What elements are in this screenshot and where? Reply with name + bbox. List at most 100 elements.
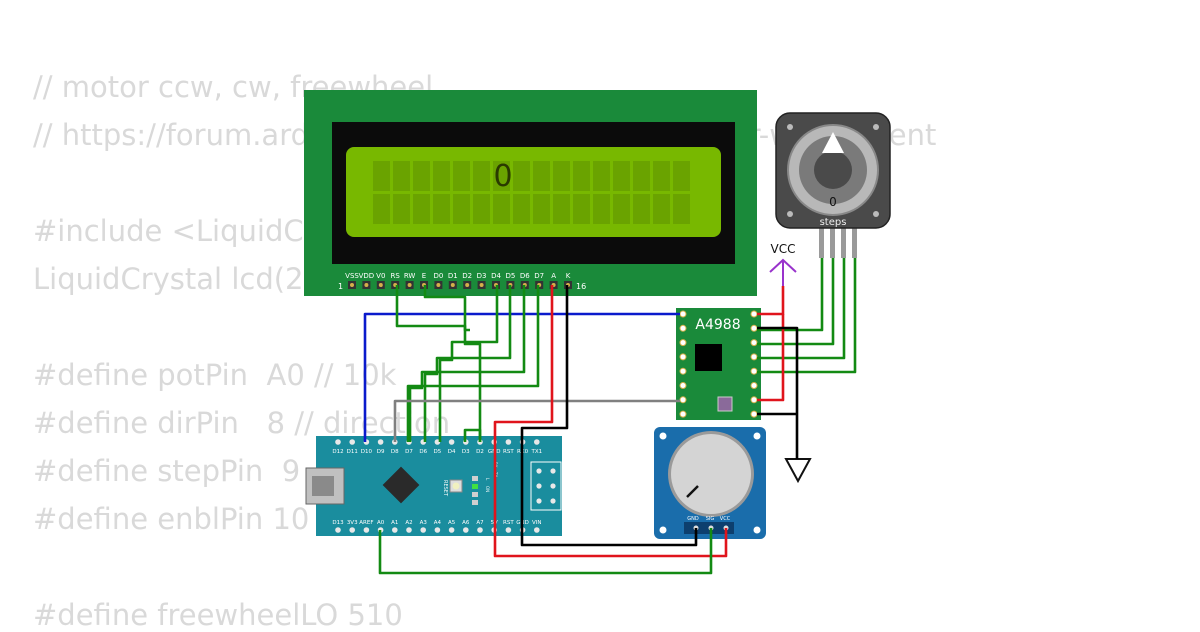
nano-pin-bottom[interactable]	[534, 527, 540, 533]
wire-green-coil-3[interactable]	[757, 258, 846, 360]
nano-pin-top[interactable]	[505, 439, 512, 445]
nano-pin-bottom[interactable]	[335, 527, 341, 533]
nano-pin-label-top: D3	[462, 449, 470, 455]
nano-pin-bottom[interactable]	[363, 527, 370, 533]
lcd-pin-contact	[450, 283, 455, 287]
wire-green-nano-jumper	[463, 428, 482, 442]
lcd-pin-contact	[378, 283, 383, 287]
a4988-pin-left[interactable]	[679, 339, 687, 347]
a4988-pin-left[interactable]	[679, 410, 687, 418]
lcd-char-cell	[573, 194, 590, 224]
a4988-pin-left[interactable]	[679, 382, 687, 389]
lcd-pin-label: VSS	[345, 272, 359, 280]
lcd-char-cell	[513, 161, 530, 191]
stepper-lead-1	[819, 226, 824, 258]
a4988-pin-left[interactable]	[679, 310, 687, 318]
nano-pin-bottom[interactable]	[392, 527, 398, 533]
a4988-pin-right[interactable]	[750, 339, 758, 347]
nano-pin-bottom[interactable]	[420, 527, 427, 533]
nano-pin-label-top: TX1	[530, 449, 542, 455]
lcd-char-cell	[413, 161, 430, 191]
lcd-char-cell	[613, 194, 630, 224]
wire-green-lcd-d6[interactable]	[408, 285, 526, 442]
nano-pin-top[interactable]	[335, 439, 341, 445]
lcd-char-cell	[553, 194, 570, 224]
wire-green-lcd-d7[interactable]	[406, 285, 540, 442]
nano-pin-bottom[interactable]	[349, 527, 356, 533]
stepper-motor[interactable]: 0 steps	[775, 112, 891, 258]
nano-pin-bottom[interactable]	[505, 527, 512, 533]
nano-icsp-outline	[530, 461, 562, 511]
wires	[363, 258, 857, 575]
code-line-7: #define potPin A0 // 10k	[33, 358, 397, 392]
nano-pin-bottom[interactable]	[434, 527, 441, 533]
lcd-pin-label: D5	[505, 272, 515, 280]
lcd-char-cell	[373, 161, 390, 191]
lcd-char-cell	[433, 161, 450, 191]
lcd-pin-label: D1	[448, 272, 458, 280]
wire-green-lcd-d4[interactable]	[438, 285, 499, 442]
a4988-pin-right[interactable]	[750, 410, 758, 418]
a4988-pin-right[interactable]	[750, 353, 758, 361]
lcd-char-cell	[513, 194, 530, 224]
nano-led-l	[472, 476, 478, 481]
a4988-pin-right[interactable]	[750, 367, 758, 375]
nano-pin-label-top: D5	[434, 449, 442, 455]
a4988-pin-left[interactable]	[679, 353, 687, 361]
wire-green-coil-1[interactable]	[757, 258, 824, 332]
a4988-pin-left[interactable]	[679, 324, 687, 332]
lcd-char-cell	[533, 161, 550, 191]
a4988-pin-right[interactable]	[750, 396, 758, 404]
a4988-pin-left[interactable]	[679, 367, 687, 375]
nano-pin-label-top: D12	[332, 449, 343, 455]
wire-green-lcd-rs[interactable]	[395, 285, 482, 442]
a4988-pin-right[interactable]	[750, 324, 758, 332]
a4988-pin-right[interactable]	[750, 310, 758, 318]
wire-green-lcd-e[interactable]	[423, 285, 470, 332]
wire-black-a4988-gnd[interactable]	[757, 326, 799, 459]
lcd-char-cell	[653, 194, 670, 224]
a4988-driver[interactable]: A4988	[676, 308, 761, 420]
potentiometer-module[interactable]: GND SIG VCC	[654, 427, 766, 539]
lcd-pin-last-number: 16	[576, 282, 586, 291]
wire-black-lcd-k-gnd[interactable]	[520, 285, 698, 547]
wire-blue-d10-a4988[interactable]	[363, 312, 680, 442]
lcd-pin-label: V0	[376, 272, 385, 280]
nano-pin-label-bottom: AREF	[359, 520, 373, 526]
nano-icsp-pin	[536, 483, 542, 489]
lcd-pin-contact	[479, 283, 484, 287]
wire-red-a4988-vdd[interactable]	[757, 314, 785, 402]
lcd-char-cell	[493, 194, 510, 224]
nano-pin-top[interactable]	[377, 439, 384, 445]
nano-icsp-pin	[550, 483, 556, 489]
nano-pin-label-bottom: A0	[377, 520, 385, 526]
nano-pin-top[interactable]	[534, 439, 540, 445]
nano-pin-bottom[interactable]	[406, 527, 412, 533]
nano-pin-bottom[interactable]	[477, 527, 483, 533]
a4988-pin-left[interactable]	[679, 396, 687, 404]
wire-red-lcd-a-vcc[interactable]	[493, 285, 728, 558]
wire-gray-d8-a4988[interactable]	[393, 399, 680, 442]
pot-knob-indicator-icon	[686, 485, 699, 498]
a4988-pin-right[interactable]	[750, 382, 758, 389]
nano-icsp-pin	[550, 468, 556, 474]
nano-pin-top[interactable]	[349, 439, 356, 445]
nano-pin-label-top: D2	[476, 449, 484, 455]
code-line-12: #define freewheelLO 510	[33, 598, 403, 632]
nano-led-tx	[472, 500, 478, 505]
nano-pin-top[interactable]	[448, 439, 455, 445]
nano-pin-bottom[interactable]	[448, 527, 455, 533]
stepper-screw	[873, 211, 879, 217]
pot-knob[interactable]	[671, 434, 751, 514]
wire-green-coil-4[interactable]	[757, 258, 857, 374]
nano-pin-bottom[interactable]	[463, 527, 469, 533]
lcd-char-cell	[553, 161, 570, 191]
code-line-9: #define stepPin 9	[33, 454, 301, 488]
lcd-char-cell	[593, 161, 610, 191]
wire-green-a0-pot-sig[interactable]	[378, 528, 713, 575]
stepper-lead-3	[841, 226, 846, 258]
stepper-unit: steps	[820, 217, 847, 228]
